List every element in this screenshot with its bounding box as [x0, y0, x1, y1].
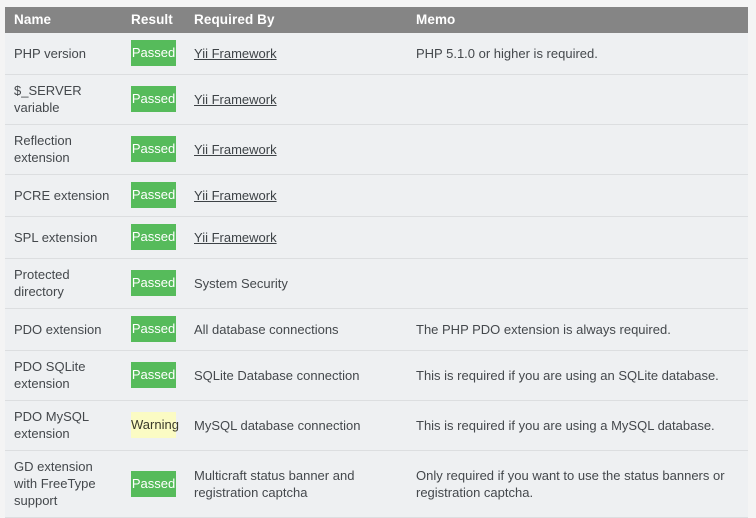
- cell-memo: [407, 216, 748, 259]
- requirements-table: Name Result Required By Memo PHP version…: [5, 7, 748, 518]
- status-badge: Passed: [131, 40, 176, 66]
- status-badge: Passed: [131, 362, 176, 388]
- required-by-link[interactable]: Yii Framework: [194, 229, 277, 245]
- cell-memo: [407, 74, 748, 125]
- cell-required-by: Yii Framework: [185, 174, 407, 217]
- status-badge: Warning: [131, 412, 179, 438]
- cell-memo: [407, 174, 748, 217]
- cell-requirement-name: PDO extension: [5, 308, 122, 351]
- table-row: PHP version Passed Yii Framework PHP 5.1.0 …: [5, 33, 748, 75]
- cell-memo: PHP 5.1.0 or higher is required.: [407, 33, 748, 75]
- cell-result: Passed: [122, 174, 185, 217]
- cell-memo: [407, 258, 748, 309]
- cell-result: Passed: [122, 216, 185, 259]
- cell-requirement-name: Protected directory: [5, 258, 122, 309]
- cell-memo: [407, 124, 748, 175]
- required-by-text: MySQL database connection: [194, 417, 361, 433]
- required-by-text: System Security: [194, 275, 288, 291]
- cell-required-by: MySQL database connection: [185, 400, 407, 451]
- cell-required-by: SQLite Database connection: [185, 350, 407, 401]
- cell-required-by: System Security: [185, 258, 407, 309]
- column-header-required-by: Required By: [185, 7, 407, 33]
- table-row: Protected directory Passed System Security: [5, 258, 748, 309]
- cell-requirement-name: $_SERVER variable: [5, 74, 122, 125]
- table-row: Reflection extension Passed Yii Framework: [5, 124, 748, 175]
- cell-requirement-name: PCRE extension: [5, 174, 122, 217]
- cell-required-by: Multicraft status banner and registratio…: [185, 450, 407, 518]
- cell-result: Passed: [122, 258, 185, 309]
- status-badge: Passed: [131, 136, 176, 162]
- table-row: $_SERVER variable Passed Yii Framework: [5, 74, 748, 125]
- cell-result: Passed: [122, 33, 185, 75]
- cell-memo: This is required if you are using an SQL…: [407, 350, 748, 401]
- table-row: PDO SQLite extension Passed SQLite Databas…: [5, 350, 748, 401]
- status-badge: Passed: [131, 224, 176, 250]
- column-header-name: Name: [5, 7, 122, 33]
- required-by-link[interactable]: Yii Framework: [194, 141, 277, 157]
- cell-result: Passed: [122, 450, 185, 518]
- required-by-link[interactable]: Yii Framework: [194, 187, 277, 203]
- column-header-result: Result: [122, 7, 185, 33]
- status-badge: Passed: [131, 182, 176, 208]
- cell-result: Passed: [122, 350, 185, 401]
- status-badge: Passed: [131, 270, 176, 296]
- cell-result: Passed: [122, 124, 185, 175]
- required-by-text: All database connections: [194, 321, 339, 337]
- table-row: PDO extension Passed All database connecti…: [5, 308, 748, 351]
- column-header-memo: Memo: [407, 7, 748, 33]
- cell-memo: This is required if you are using a MySQ…: [407, 400, 748, 451]
- cell-requirement-name: PDO SQLite extension: [5, 350, 122, 401]
- table-row: PCRE extension Passed Yii Framework: [5, 174, 748, 217]
- status-badge: Passed: [131, 470, 176, 497]
- cell-requirement-name: SPL extension: [5, 216, 122, 259]
- table-row: SPL extension Passed Yii Framework: [5, 216, 748, 259]
- cell-result: Warning: [122, 400, 185, 451]
- cell-memo: The PHP PDO extension is always required…: [407, 308, 748, 351]
- required-by-link[interactable]: Yii Framework: [194, 91, 277, 107]
- cell-requirement-name: PDO MySQL extension: [5, 400, 122, 451]
- cell-requirement-name: GD extension with FreeType support: [5, 450, 122, 518]
- cell-memo: Only required if you want to use the sta…: [407, 450, 748, 518]
- status-badge: Passed: [131, 86, 176, 112]
- table-header-row: Name Result Required By Memo: [5, 7, 748, 33]
- required-by-link[interactable]: Yii Framework: [194, 45, 277, 61]
- table-header: Name Result Required By Memo: [5, 7, 748, 33]
- cell-required-by: All database connections: [185, 308, 407, 351]
- table-row: GD extension with FreeType support Passed…: [5, 450, 748, 518]
- table-row: PDO MySQL extension Warning MySQL database…: [5, 400, 748, 451]
- cell-required-by: Yii Framework: [185, 74, 407, 125]
- required-by-text: SQLite Database connection: [194, 367, 360, 383]
- requirements-page: Name Result Required By Memo PHP version…: [5, 7, 748, 518]
- cell-required-by: Yii Framework: [185, 216, 407, 259]
- cell-requirement-name: Reflection extension: [5, 124, 122, 175]
- cell-required-by: Yii Framework: [185, 124, 407, 175]
- cell-result: Passed: [122, 74, 185, 125]
- cell-requirement-name: PHP version: [5, 33, 122, 75]
- cell-required-by: Yii Framework: [185, 33, 407, 75]
- required-by-text: Multicraft status banner and registratio…: [194, 467, 355, 500]
- cell-result: Passed: [122, 308, 185, 351]
- status-badge: Passed: [131, 316, 176, 342]
